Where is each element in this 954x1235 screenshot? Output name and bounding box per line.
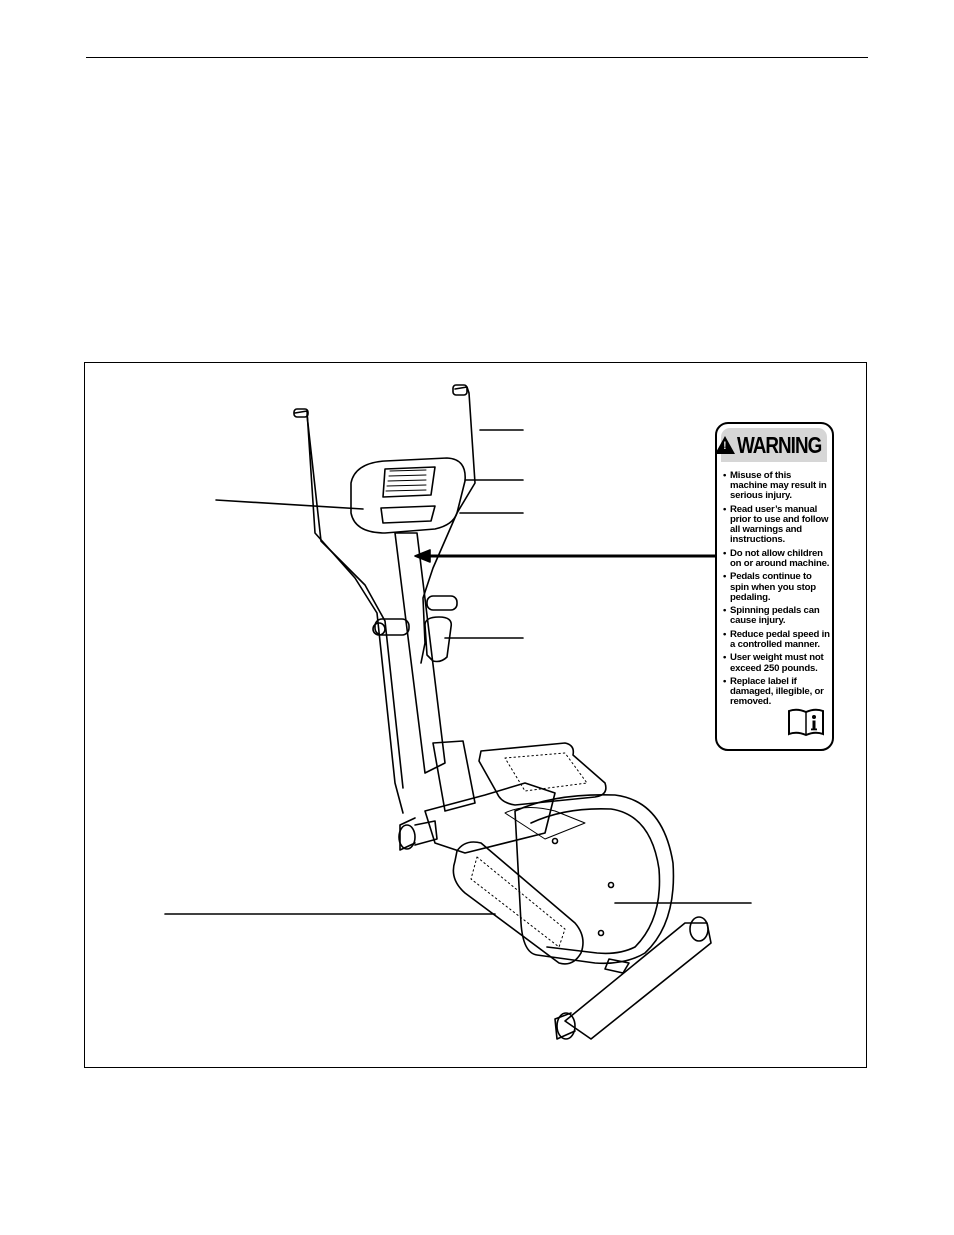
callout-line-left-console — [215, 499, 364, 510]
warning-heading: WARNING — [737, 431, 822, 458]
cover-vent — [504, 807, 586, 840]
rear-stabilizer-end-left — [556, 1012, 576, 1040]
warning-triangle-icon: ! — [715, 436, 735, 454]
flywheel-cover — [514, 794, 675, 965]
warning-item: Pedals continue to spin when you stop pe… — [723, 572, 831, 603]
rear-stabilizer-cap-left — [554, 1012, 576, 1040]
cover-bolt-3 — [597, 929, 605, 937]
console-mast — [394, 532, 446, 774]
console-display — [380, 505, 436, 524]
left-arm-inner — [306, 414, 404, 789]
warning-label: ! WARNING Misuse of this machine may res… — [715, 422, 834, 751]
warning-item: Misuse of this machine may result in ser… — [723, 470, 831, 502]
flywheel-cover-inner — [530, 807, 661, 955]
right-arm — [420, 386, 476, 664]
warning-list: Misuse of this machine may result in ser… — [723, 470, 831, 711]
warning-item: Read user’s manual prior to use and foll… — [723, 504, 831, 546]
right-grip-joint — [426, 595, 458, 611]
left-pivot — [372, 622, 386, 636]
base-frame — [424, 782, 556, 854]
warning-item: User weight must not exceed 250 pounds. — [723, 653, 831, 674]
elliptical-illustration — [164, 384, 752, 1040]
header-rule — [86, 57, 868, 58]
right-handle-top — [452, 384, 468, 396]
warning-item: Replace label if damaged, illegible, or … — [723, 676, 831, 708]
warning-item: Reduce pedal speed in a controlled manne… — [723, 629, 831, 650]
left-arm-outer — [294, 410, 404, 814]
rear-stabilizer — [564, 922, 712, 1040]
left-handle-top — [293, 408, 309, 418]
right-pedal — [478, 742, 607, 806]
rear-wheel — [604, 958, 630, 974]
warning-arrow-head — [414, 549, 431, 563]
elliptical-figure: ! WARNING Misuse of this machine may res… — [84, 362, 867, 1068]
console — [350, 457, 466, 534]
front-stabilizer-cap — [398, 824, 416, 850]
right-pedal-tread — [504, 752, 588, 792]
console-grille — [382, 466, 436, 498]
manual-info-icon — [788, 708, 824, 737]
bottle-holder — [424, 616, 453, 663]
cover-bolt-2 — [607, 881, 615, 889]
front-stabilizer-end — [399, 817, 416, 851]
cover-bolt-1 — [551, 837, 559, 845]
warning-item: Do not allow children on or around machi… — [723, 548, 831, 569]
warning-header: ! WARNING — [715, 428, 827, 462]
front-stabilizer — [414, 820, 438, 846]
rear-stabilizer-end-right — [689, 916, 709, 942]
left-pedal — [452, 841, 584, 965]
left-grip-joint — [374, 618, 410, 636]
warning-item: Spinning pedals can cause injury. — [723, 605, 831, 626]
console-grille-lines — [385, 469, 427, 492]
lower-mast — [432, 740, 476, 812]
